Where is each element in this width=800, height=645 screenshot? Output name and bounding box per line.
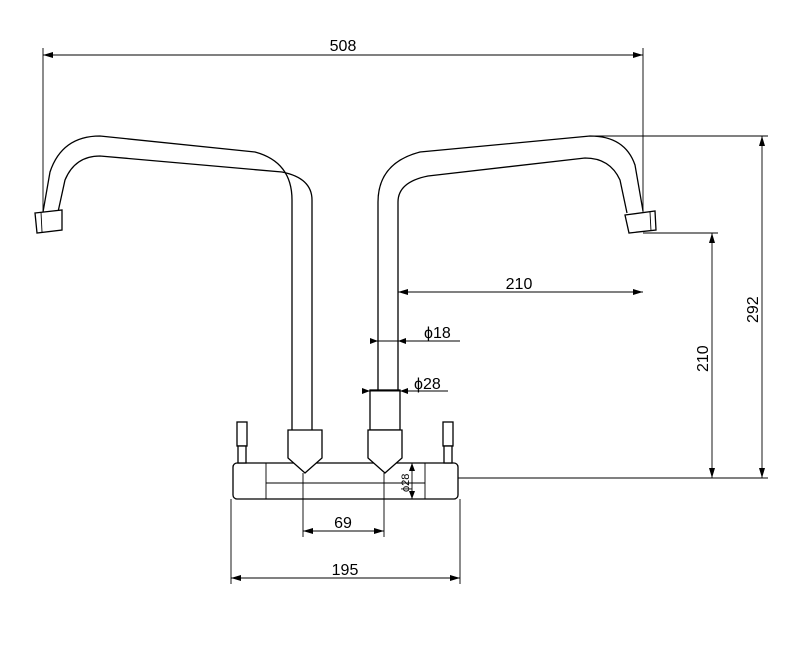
label-phi18: ϕ18 xyxy=(424,325,451,342)
right-spout-inner xyxy=(397,157,628,430)
label-phi28-body: ϕ28 xyxy=(400,474,412,492)
label-195: 195 xyxy=(332,562,359,579)
dimension-69: 69 xyxy=(302,473,385,537)
left-spout-inner xyxy=(57,155,313,430)
label-drop-210: 210 xyxy=(695,345,712,372)
dimension-508: 508 xyxy=(42,38,644,212)
label-292: 292 xyxy=(745,296,762,323)
dimension-195: 195 xyxy=(230,499,461,584)
dimension-drop-210: 210 xyxy=(458,232,768,479)
left-spout-outer xyxy=(42,135,293,430)
right-spout-sleeve xyxy=(369,389,401,431)
left-handle-stem xyxy=(237,445,247,464)
left-handle-knob xyxy=(236,421,248,447)
dimension-reach-210: 210 xyxy=(398,276,643,295)
label-508: 508 xyxy=(330,38,357,55)
label-phi28-top: ϕ28 xyxy=(414,376,441,393)
right-spout-joint xyxy=(367,429,403,474)
left-spout xyxy=(34,135,313,430)
dimension-phi28-body: ϕ28 xyxy=(400,463,415,499)
left-spout-joint xyxy=(287,429,323,474)
right-spout-outer xyxy=(377,135,644,430)
label-reach-210: 210 xyxy=(506,276,533,293)
right-aerator xyxy=(624,210,657,234)
right-handle-stem xyxy=(443,445,453,464)
right-spout xyxy=(377,135,657,430)
faucet-body xyxy=(232,421,459,500)
body-bar xyxy=(232,462,459,500)
dimension-phi28-top: ϕ28 xyxy=(362,376,448,394)
right-handle-knob xyxy=(442,421,454,447)
left-aerator xyxy=(34,209,63,234)
label-69: 69 xyxy=(334,515,352,532)
dimension-292: 292 xyxy=(590,135,768,478)
dimension-phi18: ϕ18 xyxy=(370,325,460,344)
